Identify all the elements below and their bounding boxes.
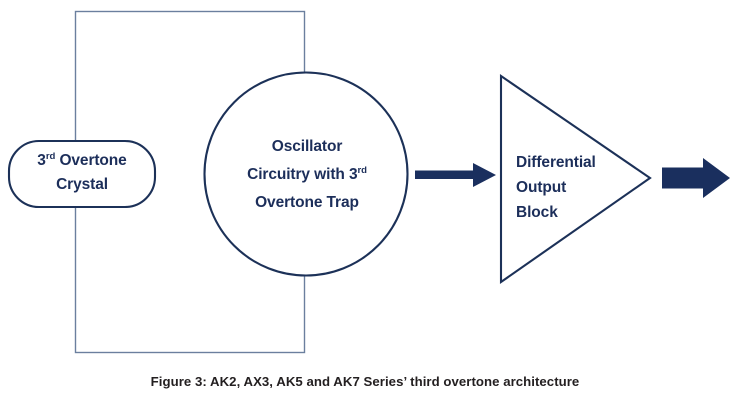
crystal-line-2: Crystal [56, 176, 108, 193]
oscillator-line-2: Circuitry with 3rd [247, 164, 367, 183]
crystal-block-shape [7, 139, 157, 209]
oscillator-block-label: Oscillator Circuitry with 3rd Overtone T… [214, 133, 400, 217]
oscillator-ordinal-suffix: rd [357, 164, 367, 176]
output-line-2: Output [516, 179, 567, 196]
output-line-1: Differential [516, 154, 596, 171]
output-line-3: Block [516, 204, 558, 221]
crystal-line-1: 3rd Overtone [37, 150, 127, 169]
oscillator-line-1: Oscillator [271, 138, 343, 155]
output-block-shape [499, 74, 652, 285]
crystal-ordinal-suffix: rd [45, 150, 56, 162]
oscillator-block-shape [203, 71, 409, 277]
oscillator-line-3: Overtone Trap [255, 194, 359, 211]
output-block-label: Differential Output Block [516, 150, 636, 225]
oscillator-to-output-arrow-icon [415, 163, 496, 187]
figure-caption: Figure 3: AK2, AX3, AK5 and AK7 Series’ … [150, 374, 580, 389]
crystal-block-label: 3rd Overtone Crystal [10, 149, 154, 197]
output-external-block-arrow-icon [662, 158, 730, 198]
